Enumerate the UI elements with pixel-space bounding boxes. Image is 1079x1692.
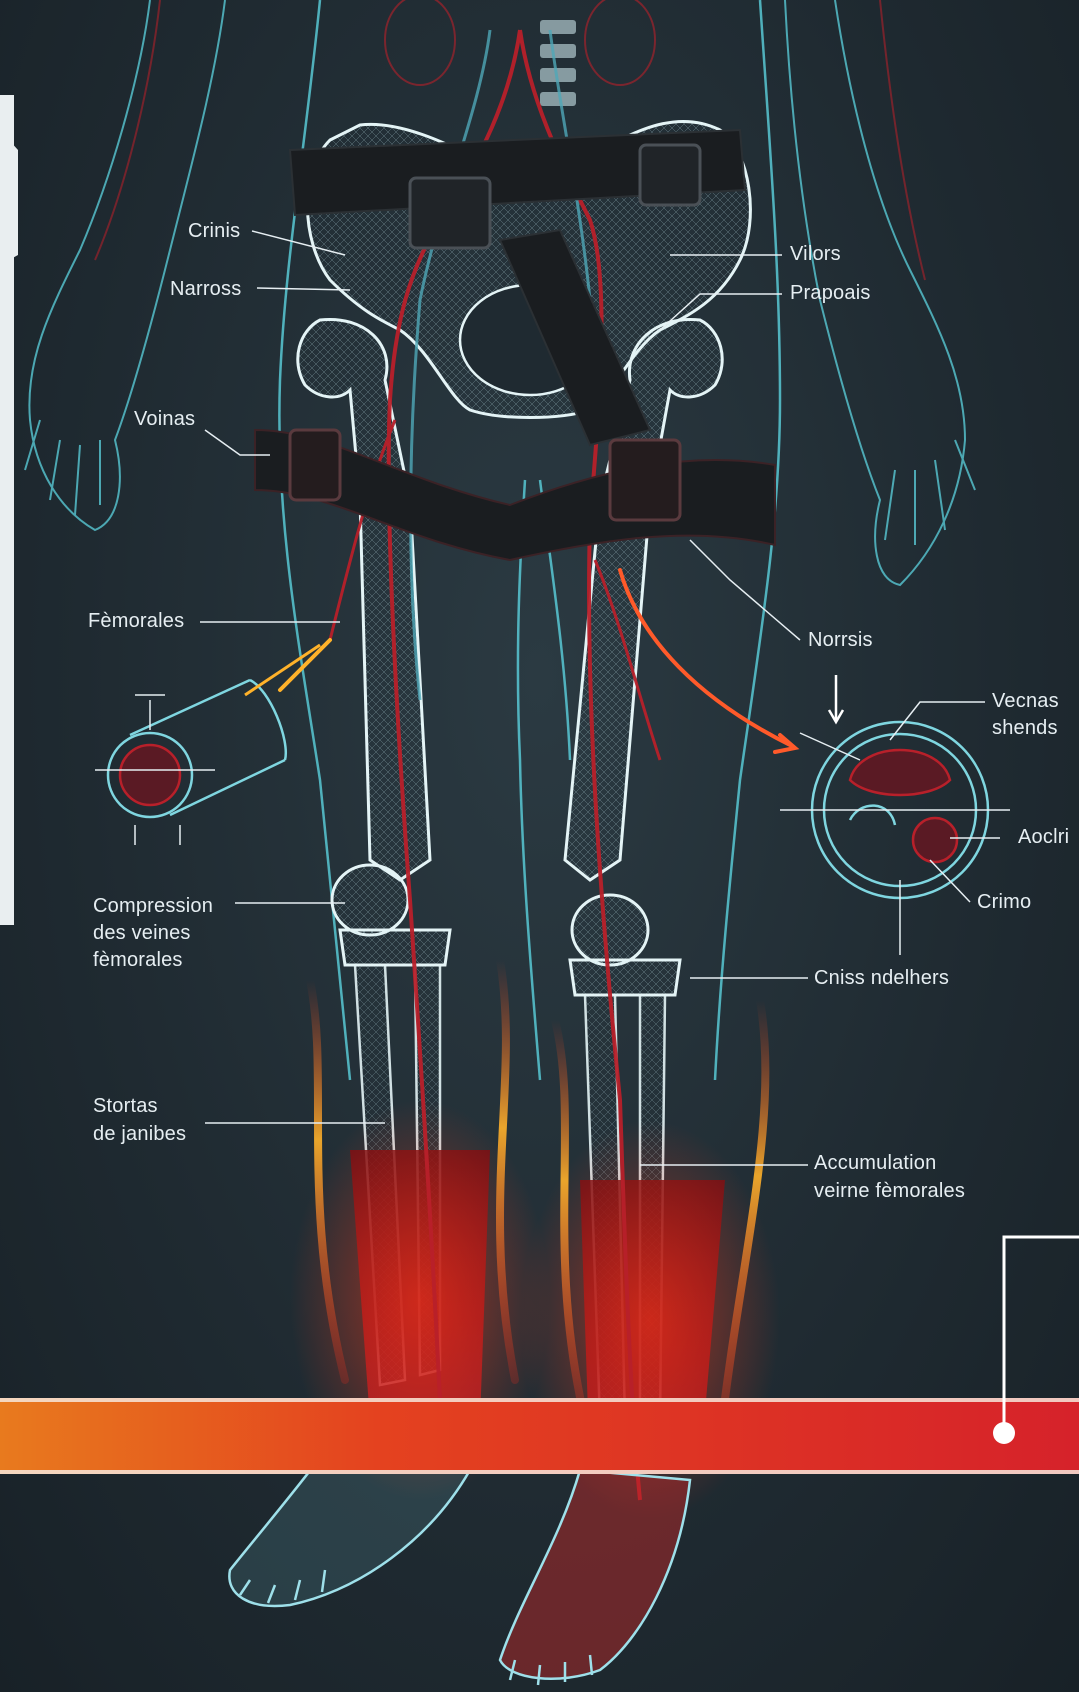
label-accumulation-line1: Accumulation xyxy=(814,1150,936,1177)
label-voinas: Voinas xyxy=(134,406,195,433)
label-compression-line1: Compression xyxy=(93,893,213,920)
label-accumulation-line2: veirne fèmorales xyxy=(814,1178,965,1205)
label-compression-line2: des veines xyxy=(93,920,191,947)
label-femorales: Fèmorales xyxy=(88,608,184,635)
thigh-strap xyxy=(255,430,775,560)
label-stortas-line1: Stortas xyxy=(93,1093,158,1120)
label-cniss: Cniss ndelhers xyxy=(814,965,949,992)
flow-arrows xyxy=(280,570,795,752)
left-edge-panel xyxy=(0,95,18,925)
label-crinis: Crinis xyxy=(188,218,240,245)
label-stortas-line2: de janibes xyxy=(93,1121,186,1148)
label-vilors: Vilors xyxy=(790,241,841,268)
dot-marker-icon xyxy=(993,1422,1015,1444)
label-compression-line3: fèmorales xyxy=(93,947,183,974)
label-prapoais: Prapoais xyxy=(790,280,871,307)
label-vecnas-line1: Vecnas xyxy=(992,688,1059,715)
label-crimo: Crimo xyxy=(977,889,1031,916)
label-vecnas-line2: shends xyxy=(992,715,1058,742)
label-narross: Narross xyxy=(170,276,241,303)
gradient-band xyxy=(0,1398,1079,1474)
arrow-down-icon xyxy=(829,675,843,722)
left-vessel-cross-section xyxy=(95,645,320,845)
label-norrsis: Norrsis xyxy=(808,627,873,654)
label-aoclri: Aoclri xyxy=(1018,824,1069,851)
left-arm xyxy=(25,0,225,530)
